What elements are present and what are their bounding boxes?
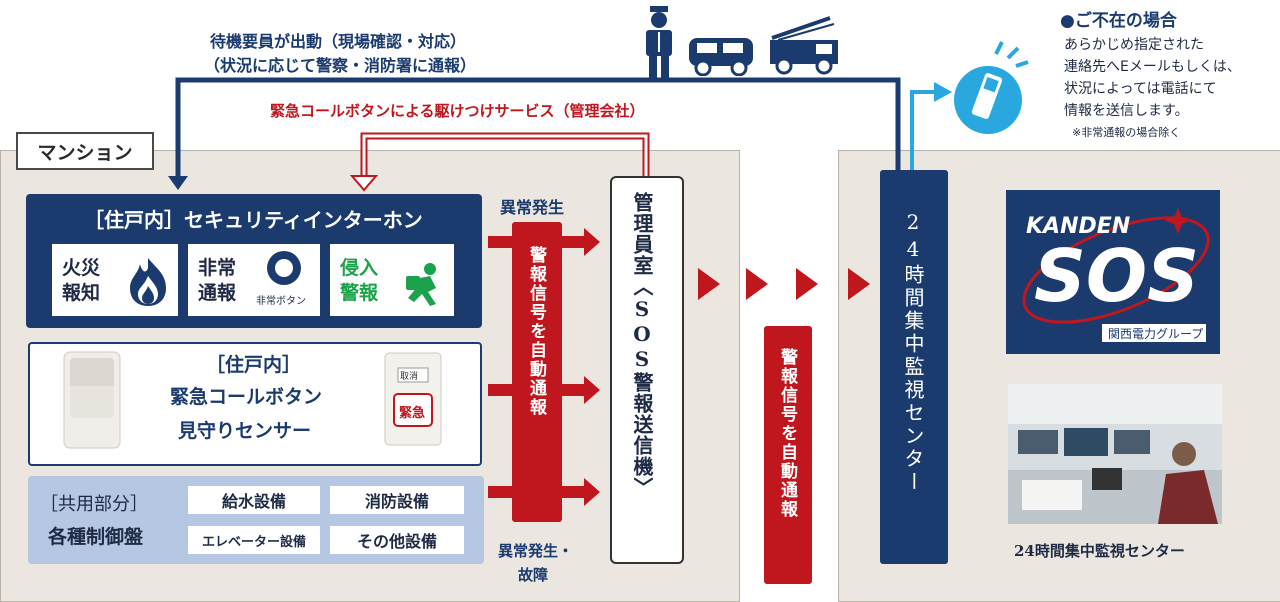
shared-title-line2: 各種制御盤: [48, 526, 144, 548]
absence-note: ※非常通報の場合除く: [1072, 126, 1181, 139]
chevron-arrows: [698, 268, 870, 300]
rush-arrowhead: [349, 175, 379, 192]
mobile-phone-icon: [954, 41, 1029, 134]
emergency-button-icon: [267, 251, 301, 285]
intrusion-alarm-label: 侵入 警報: [340, 257, 379, 304]
monitoring-center-label: 24時間集中監視センター: [901, 210, 925, 494]
shared-item-fire: 消防設備: [330, 486, 464, 514]
shared-item-water: 給水設備: [188, 486, 320, 514]
management-room-label: 管理員室〈SOS警報送信機〉: [630, 192, 654, 498]
absence-text-line2: 連絡先へEメールもしくは、: [1064, 59, 1241, 75]
device-emergency-label: 緊急: [399, 406, 426, 421]
fire-truck-icon: [770, 16, 838, 75]
dispatch-label-line1: 待機要員が出動（現場確認・対応）: [210, 32, 467, 51]
emergency-button-caption: 非常ボタン: [256, 296, 306, 307]
auto-signal-column-2: [764, 326, 812, 584]
dispatch-arrowhead: [168, 176, 188, 190]
absence-text-line4: 情報を送信します。: [1064, 103, 1189, 119]
shared-item-other: その他設備: [330, 526, 464, 554]
auto-signal-text: 警報信号を自動通報: [526, 246, 546, 417]
logo-sos-text: SOS: [1034, 234, 1199, 318]
auto-signal-text-2: 警報信号を自動通報: [777, 348, 797, 519]
photo-caption: 24時間集中監視センター: [1014, 542, 1185, 560]
auto-signal-column: [512, 222, 562, 522]
logo-kanden-text: KANDEN: [1026, 214, 1131, 239]
dispatch-line: [175, 77, 901, 180]
notify-line: [910, 90, 938, 170]
notify-arrowhead: [934, 82, 952, 102]
shared-item-elevator: エレベーター設備: [188, 526, 320, 554]
absence-text-line1: あらかじめ指定された: [1064, 37, 1204, 53]
emergency-report-tile: [188, 244, 320, 316]
management-room-box: [610, 176, 684, 564]
fire-icon: [130, 258, 166, 306]
motion-sensor-image: [63, 351, 121, 449]
rush-line: [360, 132, 650, 178]
rush-service-label: 緊急コールボタンによる駆けつけサービス（管理会社）: [270, 102, 645, 120]
emergency-call-device-image: [384, 352, 442, 446]
abnormal-bottom-line1: 異常発生・: [498, 542, 574, 560]
intruder-icon: [406, 263, 436, 306]
callbutton-line2: 緊急コールボタン: [170, 386, 323, 408]
callbutton-line1: ［住戸内］: [206, 354, 302, 376]
emergency-report-label: 非常 通報: [198, 257, 237, 304]
absence-text-line3: 状況によっては電話にて: [1064, 81, 1217, 97]
device-cancel-label: 取消: [400, 372, 419, 382]
absence-heading: ●ご不在の場合: [1060, 11, 1177, 31]
monitoring-center-column: [880, 170, 948, 564]
fire-alarm-label: 火災 報知: [62, 257, 101, 304]
abnormal-top-label: 異常発生: [500, 198, 565, 217]
shared-title-line1: ［共用部分］: [40, 494, 148, 515]
callbutton-line3: 見守りセンサー: [178, 420, 312, 442]
monitoring-center-photo: [1008, 384, 1222, 524]
intercom-title: ［住戸内］セキュリティインターホン: [84, 208, 423, 232]
logo-group-text: 関西電力グループ: [1108, 327, 1204, 341]
dispatch-label-line2: （状況に応じて警察・消防署に通報）: [204, 56, 477, 75]
mansion-tab: マンション: [16, 132, 154, 170]
patrol-car-icon: [689, 38, 753, 76]
abnormal-bottom-line2: 故障: [518, 566, 549, 584]
logo-swoosh-icon: [1022, 208, 1210, 342]
security-guard-icon: [646, 6, 672, 78]
